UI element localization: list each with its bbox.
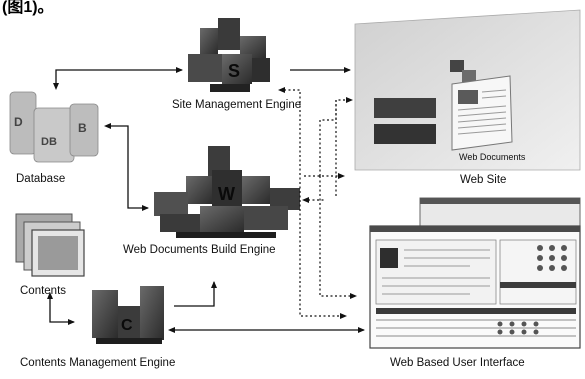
db-letter-db: DB: [41, 136, 57, 148]
connector-build-webdocs: [319, 97, 353, 176]
connector-db-site: [53, 67, 183, 90]
header-fragment: (图1)。: [2, 0, 54, 16]
database-icon: D DB B: [9, 91, 99, 163]
contents-engine-label: Contents Management Engine: [20, 357, 176, 369]
site-engine-label: Site Management Engine: [172, 99, 302, 111]
web-site-label: Web Site: [460, 174, 507, 186]
database-label: Database: [16, 173, 66, 185]
connector-contents-cengine: [47, 292, 75, 325]
web-documents-label: Web Documents: [459, 152, 526, 162]
contents-icon: [15, 213, 85, 277]
web-site-icon: [354, 9, 581, 171]
contents-engine-letter: C: [121, 317, 133, 334]
site-engine-letter: S: [228, 61, 240, 81]
dotted-connectors: [278, 87, 357, 319]
build-engine-letter: W: [218, 184, 235, 204]
web-ui-label: Web Based User Interface: [390, 357, 525, 369]
build-engine-label: Web Documents Build Engine: [123, 244, 276, 256]
db-letter-d: D: [14, 115, 23, 129]
db-letter-b: B: [78, 121, 87, 135]
web-ui-icon: [369, 197, 581, 349]
contents-label: Contents: [20, 285, 67, 297]
contents-engine-icon: C: [92, 286, 164, 344]
connector-db-build: [104, 123, 149, 211]
build-engine-icon: W: [154, 146, 300, 238]
solid-connectors: [47, 67, 365, 333]
connector-build-ui: [319, 176, 357, 299]
site-engine-icon: S: [188, 18, 270, 92]
connector-cengine-build: [174, 281, 217, 307]
